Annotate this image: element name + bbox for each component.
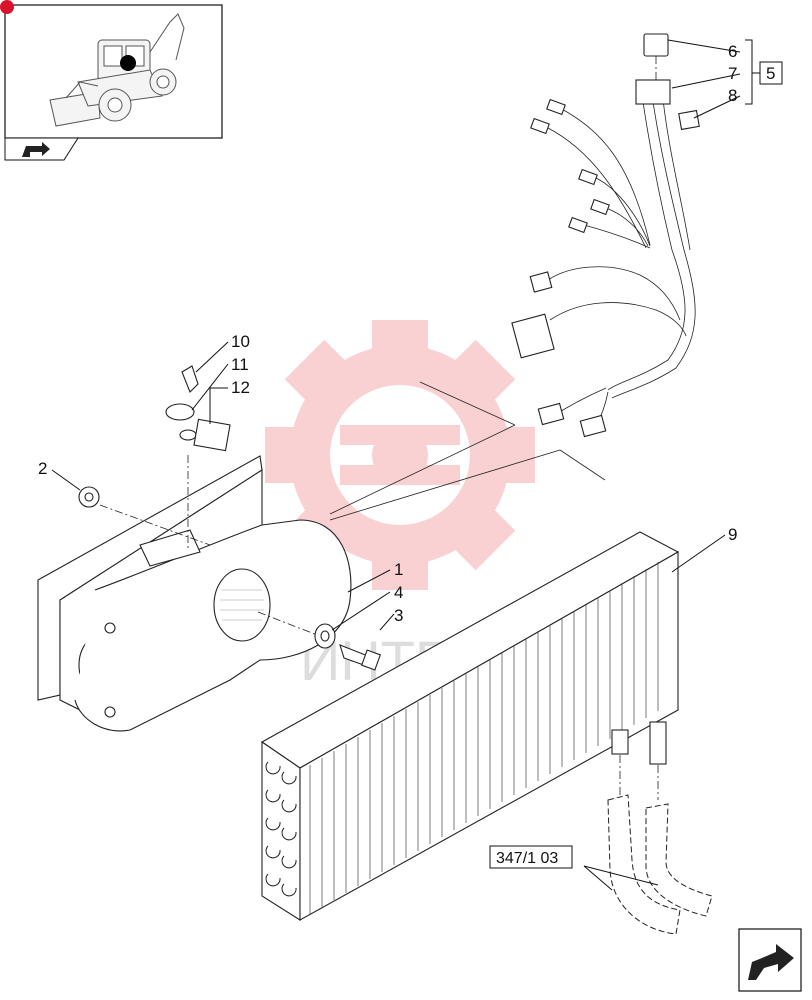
callout-5: 5 [766,64,775,83]
blower-housing [37,381,606,732]
fasteners [78,365,382,671]
next-page-button[interactable] [738,928,802,992]
page-turn-arrow-icon [22,142,50,157]
callout-12: 12 [231,378,250,397]
coolant-hoses [607,794,713,935]
machine-thumbnail [4,4,223,139]
callout-1: 1 [394,560,403,579]
callout-9: 9 [728,525,737,544]
prev-page-button[interactable] [4,137,79,161]
callout-2: 2 [38,459,47,478]
callout-5-box [759,61,783,85]
cross-reference-label: 347/1 03 [496,850,558,867]
callout-4: 4 [394,583,403,602]
callout-7: 7 [728,64,737,83]
callout-3: 3 [394,606,403,625]
callout-labels: 1 2 3 4 5 6 7 8 9 10 11 12 [38,42,783,625]
page-turn-arrow-icon [748,944,794,980]
wiring-harness [511,33,700,438]
cross-reference-link[interactable]: 347/1 03 [489,845,573,869]
callout-11: 11 [231,355,249,374]
corner-badge [0,0,14,14]
callout-10: 10 [231,332,250,351]
heater-core [260,531,680,921]
callout-8: 8 [728,86,737,105]
leader-lines [51,39,760,891]
watermark-logo [265,320,535,590]
callout-6: 6 [728,42,737,61]
